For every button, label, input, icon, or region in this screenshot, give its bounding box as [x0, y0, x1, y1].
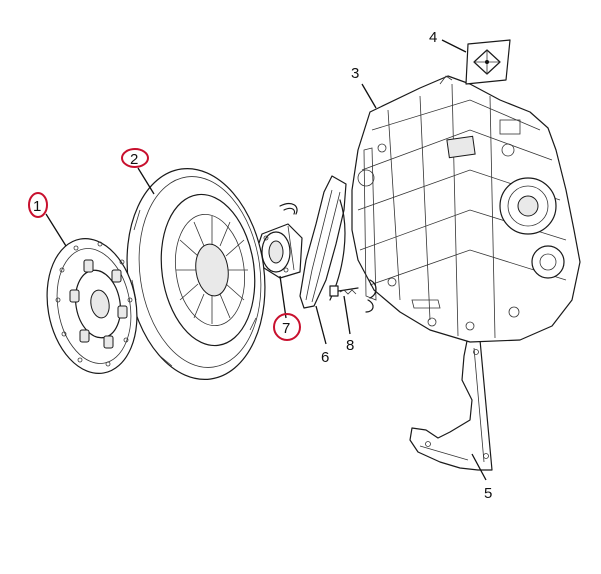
- callout-2: 2: [130, 151, 138, 168]
- callout-6: 6: [321, 349, 329, 366]
- part-transmission-housing: [351, 75, 581, 343]
- part-clutch-disc: [46, 237, 138, 375]
- callout-4: 4: [429, 29, 437, 46]
- part-small-plate: [465, 39, 511, 85]
- part-gasket: [299, 175, 347, 309]
- part-clip: [279, 202, 298, 215]
- part-pressure-plate: [126, 168, 266, 380]
- callout-2-highlight-ring: [121, 148, 149, 168]
- callout-7-highlight-ring: [273, 313, 301, 341]
- callout-1-highlight-ring: [28, 192, 48, 218]
- callout-8: 8: [346, 337, 354, 354]
- callout-7: 7: [282, 320, 290, 337]
- part-pin: [329, 279, 377, 313]
- callout-5: 5: [484, 485, 492, 502]
- part-cover-plate: [409, 335, 493, 471]
- callout-3: 3: [351, 65, 359, 82]
- callout-1: 1: [33, 198, 41, 215]
- leader-lines: [45, 39, 487, 481]
